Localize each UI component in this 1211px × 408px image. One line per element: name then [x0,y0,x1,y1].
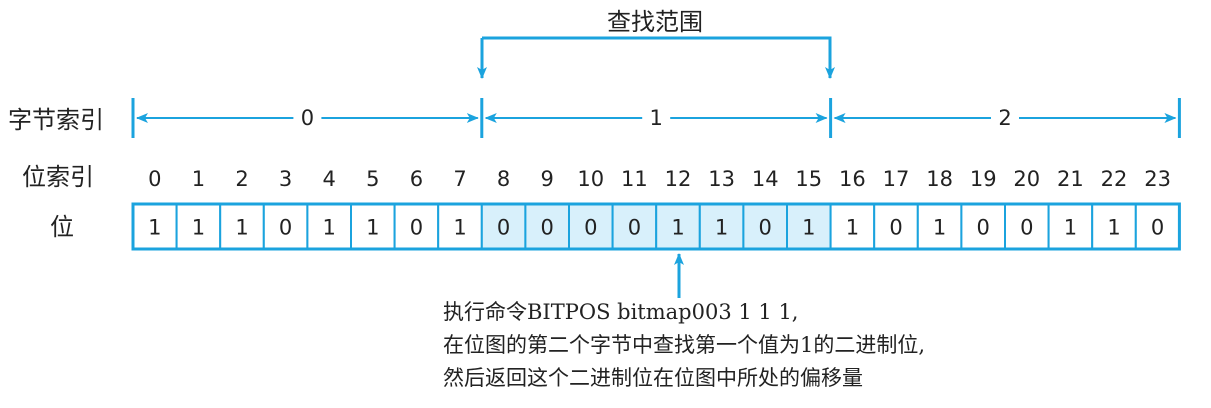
bit-value: 1 [802,216,815,240]
bit-value: 1 [453,216,466,240]
bit-value: 1 [148,216,161,240]
bit-value: 1 [846,216,859,240]
bit-index-label: 22 [1101,167,1128,191]
bit-index-label: 2 [235,167,248,191]
bit-index-label: 23 [1144,167,1171,191]
bit-index-label: 9 [541,167,554,191]
bit-value: 1 [323,216,336,240]
bit-index-label: 11 [621,167,648,191]
bit-value: 0 [584,216,597,240]
bit-cell [219,203,265,250]
bit-index-label: 4 [323,167,336,191]
bit-value: 1 [1107,216,1120,240]
caption-line-2: 在位图的第二个字节中查找第一个值为1的二进制位, [443,333,926,357]
byte-index-label: 1 [650,106,663,130]
bit-index-label: 10 [577,167,604,191]
byte-index-row: 0 1 2 [131,98,1181,138]
bit-value: 1 [235,216,248,240]
bit-cell [437,203,483,250]
bit-value: 0 [759,216,772,240]
bit-index-label: 3 [279,167,292,191]
bit-index-label: 12 [665,167,692,191]
bit-index-label: 18 [926,167,953,191]
byte-index-row-label: 字节索引 [8,106,104,134]
bit-value: 0 [1020,216,1033,240]
bit-index-row-label: 位索引 [22,163,94,191]
bit-value: 0 [410,216,423,240]
bit-value: 0 [497,216,510,240]
bit-index-label: 13 [708,167,735,191]
bit-value: 0 [279,216,292,240]
byte-index-label: 2 [998,106,1011,130]
bitmap-outline [131,202,1181,251]
caption: 执行命令BITPOS bitmap003 1 1 1, 在位图的第二个字节中查找… [443,296,1143,395]
bit-index-label: 15 [795,167,822,191]
bit-value: 1 [671,216,684,240]
bit-value: 0 [1151,216,1164,240]
bit-cell [960,203,1007,250]
bit-value: 0 [889,216,902,240]
bit-value: 1 [366,216,379,240]
bit-index-label: 20 [1013,167,1040,191]
bit-cells-row: 1 1 1 0 1 1 0 1 0 0 0 0 1 1 0 1 1 0 1 0 0 1 1 0 [131,202,1181,251]
bit-value: 1 [1064,216,1077,240]
bit-index-label: 17 [883,167,910,191]
byte-index-label: 0 [301,106,314,130]
caption-line-3: 然后返回这个二进制位在位图中所处的偏移量 [443,366,863,390]
bit-index-label: 1 [192,167,205,191]
bits-row-label: 位 [50,213,74,241]
bit-index-label: 21 [1057,167,1084,191]
bit-index-label: 0 [148,167,161,191]
bit-index-label: 6 [410,167,423,191]
caption-line-1: 执行命令BITPOS bitmap003 1 1 1, [443,300,799,324]
search-range-bracket [480,36,832,75]
bit-value: 1 [933,216,946,240]
bit-index-label: 7 [453,167,466,191]
bit-value: 1 [192,216,205,240]
bit-index-label: 5 [366,167,379,191]
search-range-label: 查找范围 [607,8,703,36]
bit-index-label: 19 [970,167,997,191]
bit-index-label: 16 [839,167,866,191]
bit-value: 1 [715,216,728,240]
bit-index-label: 14 [752,167,779,191]
bit-index-label: 8 [497,167,510,191]
bit-value: 0 [541,216,554,240]
bit-cell [1134,203,1181,250]
bit-cell-in-range [698,203,745,250]
bit-value: 0 [628,216,641,240]
bit-value: 0 [977,216,990,240]
